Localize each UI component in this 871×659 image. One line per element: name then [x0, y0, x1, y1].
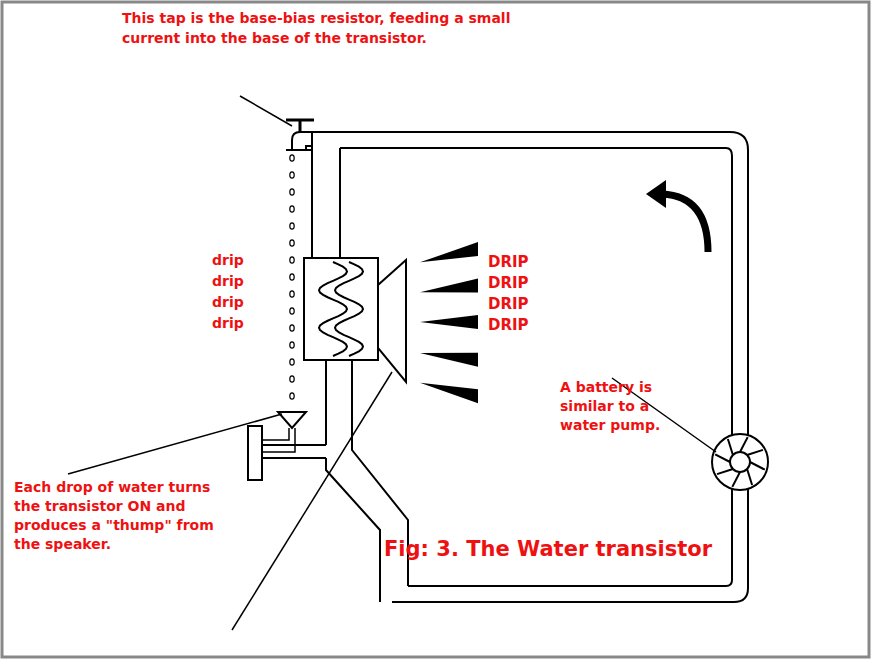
pump-symbol: [712, 434, 768, 490]
pipe-outer: [312, 132, 748, 602]
speaker-coil-box: [304, 258, 378, 360]
annotation-text: drip drip drip drip: [212, 250, 256, 334]
speaker-cone: [378, 260, 406, 382]
water-drops: [290, 155, 294, 399]
annotation-text: DRIP DRIP DRIP DRIP: [488, 252, 544, 336]
leader-lines: [68, 96, 716, 630]
annotation-text: This tap is the base-bias resistor, feed…: [122, 8, 552, 48]
pipe-collector: [312, 132, 340, 258]
flow-arrow: [646, 180, 708, 252]
speaker-coil: [319, 262, 363, 356]
annotation-text: A battery is similar to a water pump.: [560, 378, 668, 435]
figure-caption: Fig: 3. The Water transistor: [384, 536, 712, 562]
pipe-inner: [340, 148, 732, 586]
annotation-text: Each drop of water turns the transistor …: [14, 478, 229, 554]
sound-rays: [420, 242, 478, 403]
